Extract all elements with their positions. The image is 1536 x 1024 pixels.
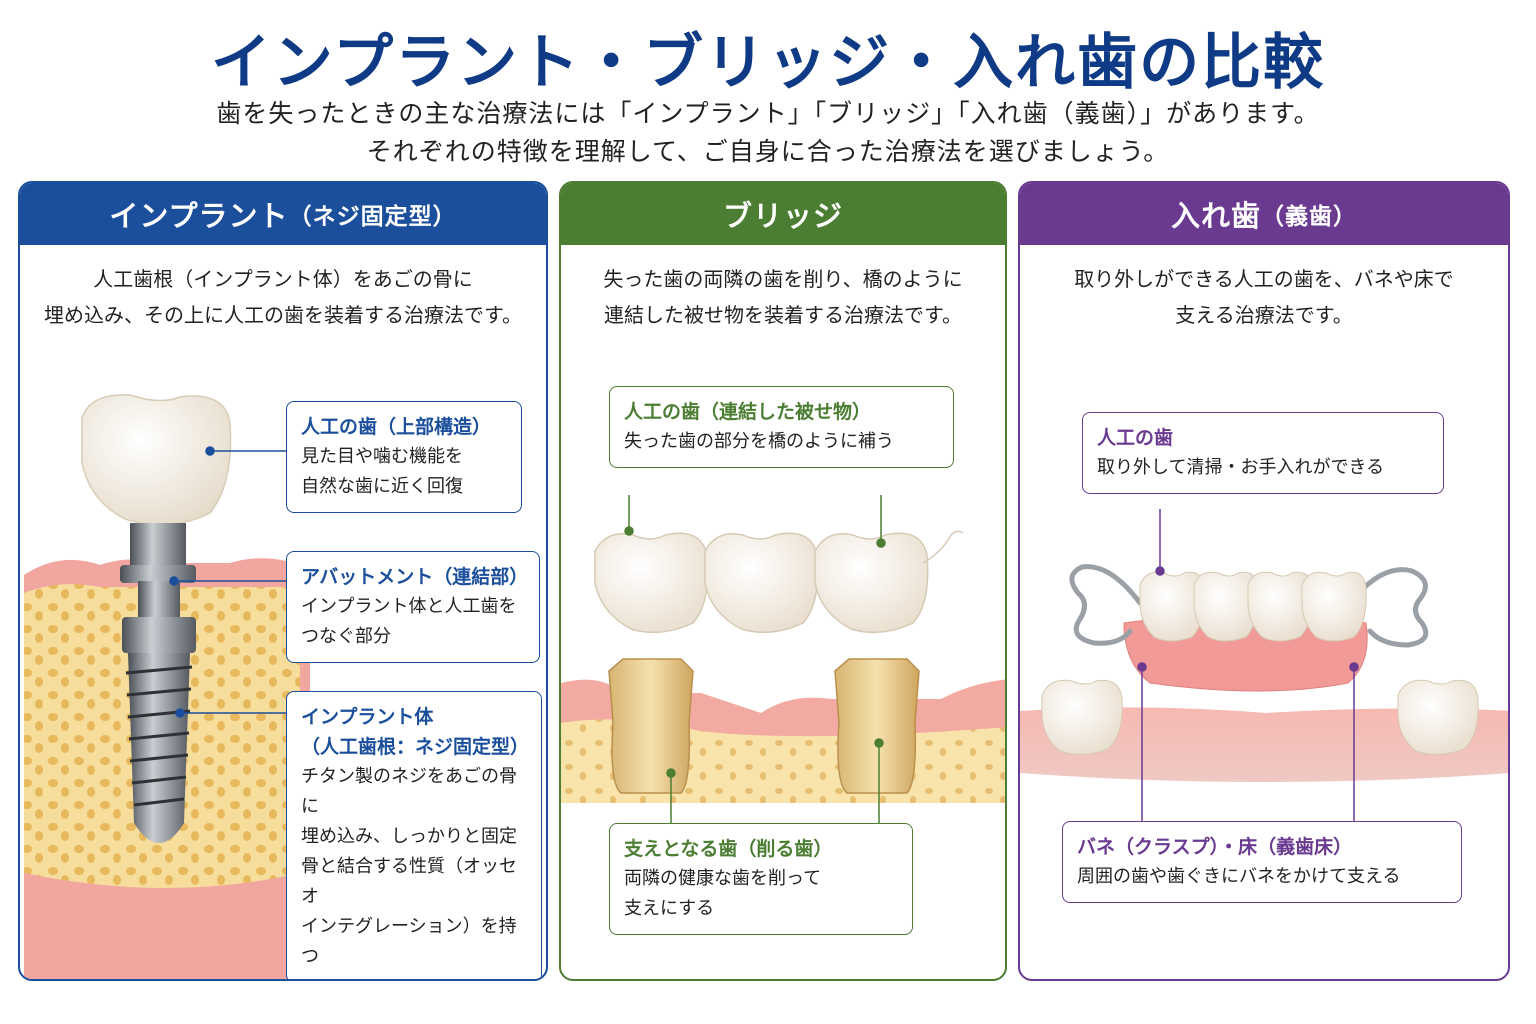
- denture-desc-line-1: 取り外しができる人工の歯を、バネや床で: [1074, 267, 1454, 291]
- implant-panel: インプラント（ネジ固定型） 人工歯根（インプラント体）をあごの骨に 埋め込み、そ…: [18, 181, 548, 981]
- page-title: インプラント・ブリッジ・入れ歯の比較: [210, 28, 1326, 98]
- implant-desc-line-2: 埋め込み、その上に人工の歯を装着する治療法です。: [44, 303, 522, 327]
- denture-description: 取り外しができる人工の歯を、バネや床で 支える治療法です。: [1020, 261, 1508, 333]
- bridge-callout-crowns: 人工の歯（連結した被せ物） 失った歯の部分を橋のように補う: [609, 386, 954, 468]
- abutment-tooth-left: [608, 658, 694, 794]
- bridge-crowns: [594, 530, 964, 634]
- implant-desc-line-1: 人工歯根（インプラント体）をあごの骨に: [93, 267, 473, 291]
- denture-heading: 入れ歯（義歯）: [1020, 183, 1508, 245]
- implant-description: 人工歯根（インプラント体）をあごの骨に 埋め込み、その上に人工の歯を装着する治療…: [20, 261, 546, 333]
- implant-fixture-collar: [122, 617, 196, 653]
- implant-crown: [81, 394, 232, 526]
- implant-illustration: [24, 394, 310, 979]
- denture-callout-clasp-base: バネ（クラスプ）・床（義歯床） 周囲の歯や歯ぐきにバネをかけて支える: [1062, 821, 1462, 903]
- bridge-panel: ブリッジ 失った歯の両隣の歯を削り、橋のように 連結した被せ物を装着する治療法で…: [559, 181, 1007, 981]
- implant-heading-main: インプラント: [109, 199, 289, 233]
- denture-illustration: [1020, 509, 1508, 823]
- natural-tooth-right: [1397, 679, 1479, 755]
- denture-heading-main: 入れ歯: [1170, 199, 1261, 233]
- implant-screw: [128, 653, 190, 843]
- abutment: [130, 523, 186, 568]
- implant-heading-sub: （ネジ固定型）: [288, 204, 457, 230]
- denture-heading-sub: （義歯）: [1261, 204, 1357, 230]
- bridge-desc-line-2: 連結した被せ物を装着する治療法です。: [604, 303, 962, 327]
- bridge-callout-abutments: 支えとなる歯（削る歯） 両隣の健康な歯を削って 支えにする: [609, 823, 913, 935]
- denture-panel: 入れ歯（義歯） 取り外しができる人工の歯を、バネや床で 支える治療法です。: [1018, 181, 1510, 981]
- natural-tooth-left: [1041, 679, 1123, 755]
- implant-callout-abutment: アバットメント（連結部） インプラント体と人工歯を つなぐ部分: [286, 551, 540, 663]
- bridge-heading: ブリッジ: [561, 183, 1005, 245]
- intro-line-2: それぞれの特徴を理解して、ご自身に合った治療法を選びましょう。: [366, 137, 1170, 166]
- denture-desc-line-2: 支える治療法です。: [1175, 303, 1353, 327]
- abutment-tooth-right: [834, 658, 920, 794]
- implant-callout-crown: 人工の歯（上部構造） 見た目や噛む機能を 自然な歯に近く回復: [286, 401, 522, 513]
- implant-heading: インプラント（ネジ固定型）: [20, 183, 546, 245]
- denture-callout-teeth: 人工の歯 取り外して清掃・お手入れができる: [1082, 412, 1444, 494]
- artificial-teeth: [1139, 571, 1367, 642]
- implant-callout-fixture: インプラント体 （人工歯根：ネジ固定型） チタン製のネジをあごの骨に 埋め込み、…: [286, 691, 542, 979]
- bridge-description: 失った歯の両隣の歯を削り、橋のように 連結した被せ物を装着する治療法です。: [561, 261, 1005, 333]
- intro-line-1: 歯を失ったときの主な治療法には「インプラント」「ブリッジ」「入れ歯（義歯）」があ…: [216, 99, 1320, 128]
- bridge-illustration: [561, 495, 1005, 823]
- clasps: [1069, 564, 1429, 648]
- bridge-desc-line-1: 失った歯の両隣の歯を削り、橋のように: [603, 267, 963, 291]
